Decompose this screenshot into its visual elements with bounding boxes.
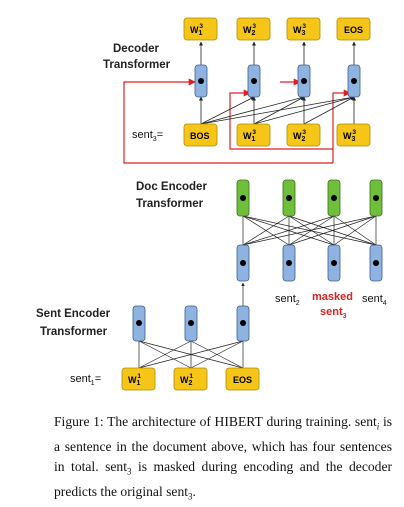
sent-encoder-input-token-1: W11 bbox=[121, 367, 156, 391]
doc-encoder-label-line2: Transformer bbox=[136, 198, 204, 210]
decoder-connections bbox=[199, 41, 356, 125]
figure-caption: Figure 1: The architecture of HIBERT dur… bbox=[54, 414, 393, 502]
decoder-input-token-3: W33 bbox=[336, 123, 371, 147]
decoder-node-4 bbox=[347, 64, 361, 98]
sent2-label: sent2 bbox=[275, 293, 300, 307]
sent-encoder-node-1 bbox=[132, 305, 146, 342]
red-connections bbox=[123, 78, 351, 164]
masked-label-line1: masked bbox=[312, 291, 353, 303]
decoder-label-line2: Transformer bbox=[103, 59, 171, 71]
masked-label-line2: sent3 bbox=[320, 306, 347, 320]
decoder-label-line1: Decoder bbox=[113, 43, 160, 55]
svg-text:EOS: EOS bbox=[233, 375, 252, 385]
sent-encoder-input-label: sent1= bbox=[70, 373, 101, 387]
svg-text:W21: W21 bbox=[180, 373, 193, 387]
svg-text:W23: W23 bbox=[293, 129, 306, 143]
sent-encoder-node-2 bbox=[184, 305, 198, 342]
architecture-diagram: Decoder Transformer Doc Encoder Transfor… bbox=[36, 17, 387, 391]
svg-text:W13: W13 bbox=[190, 23, 203, 37]
svg-text:EOS: EOS bbox=[344, 25, 363, 35]
doc-encoder-connections bbox=[242, 215, 377, 246]
decoder-output-token-1: W13 bbox=[183, 17, 218, 41]
decoder-input-token-1: W13 bbox=[236, 123, 271, 147]
doc-encoder-input-node-4 bbox=[369, 244, 383, 282]
svg-text:W11: W11 bbox=[128, 373, 141, 387]
svg-text:W13: W13 bbox=[243, 129, 256, 143]
doc-encoder-input-node-2 bbox=[282, 244, 296, 282]
decoder-input-label: sent3= bbox=[132, 129, 163, 143]
doc-encoder-output-node-4 bbox=[369, 179, 383, 217]
sent-encoder-nodes bbox=[132, 305, 250, 342]
decoder-node-2 bbox=[247, 64, 261, 98]
sent-encoder-connections bbox=[138, 282, 245, 369]
doc-encoder-output-node-2 bbox=[282, 179, 296, 217]
svg-text:BOS: BOS bbox=[190, 131, 210, 141]
doc-encoder-blue-nodes bbox=[236, 244, 383, 282]
doc-encoder-label-line1: Doc Encoder bbox=[136, 181, 207, 193]
sent4-label: sent4 bbox=[362, 293, 387, 307]
svg-text:W23: W23 bbox=[243, 23, 256, 37]
doc-encoder-input-node-1 bbox=[236, 244, 250, 282]
sent-encoder-input-token-2: W21 bbox=[173, 367, 208, 391]
svg-text:W33: W33 bbox=[343, 129, 356, 143]
sent-encoder-label-line2: Transformer bbox=[40, 326, 108, 338]
decoder-output-token-eos: EOS bbox=[336, 17, 371, 41]
doc-encoder-output-node-1 bbox=[236, 179, 250, 217]
decoder-node-3 bbox=[297, 64, 311, 98]
decoder-output-token-3: W33 bbox=[286, 17, 321, 41]
decoder-nodes bbox=[194, 64, 361, 98]
decoder-input-token-2: W23 bbox=[286, 123, 321, 147]
decoder-node-1 bbox=[194, 64, 208, 98]
doc-encoder-output-node-3 bbox=[327, 179, 341, 217]
svg-text:W33: W33 bbox=[293, 23, 306, 37]
sent-encoder-label-line1: Sent Encoder bbox=[36, 308, 111, 320]
decoder-input-token-bos: BOS bbox=[183, 123, 218, 147]
sent-encoder-node-3 bbox=[236, 305, 250, 342]
doc-encoder-green-nodes bbox=[236, 179, 383, 217]
decoder-output-token-2: W23 bbox=[236, 17, 271, 41]
sent-encoder-input-token-eos: EOS bbox=[225, 367, 260, 391]
doc-encoder-input-node-3 bbox=[327, 244, 341, 282]
